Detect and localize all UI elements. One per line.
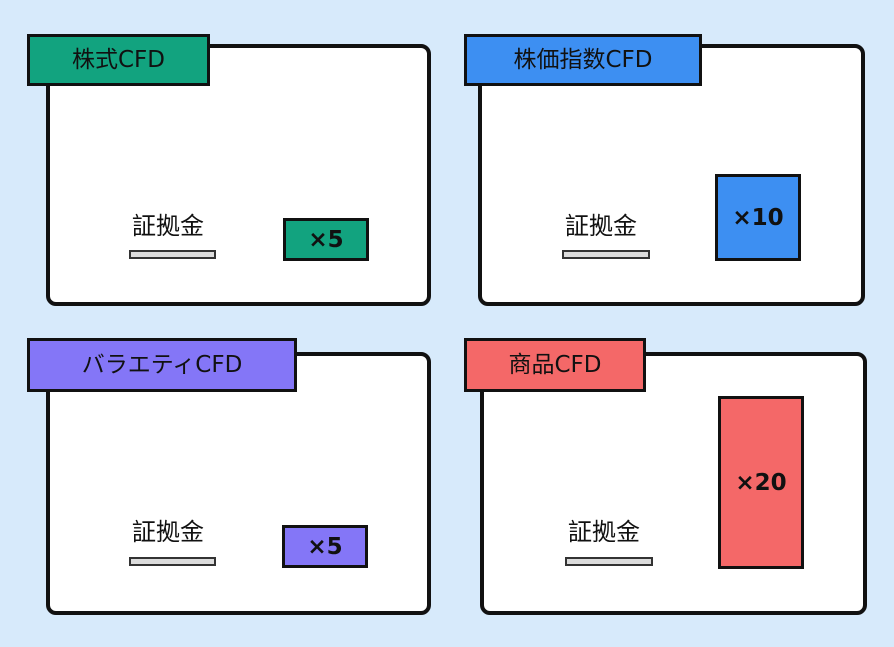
- panel-title-stock-cfd: 株式CFD: [27, 34, 210, 86]
- leverage-box-variety: ×5: [282, 525, 368, 568]
- leverage-box-commodity: ×20: [718, 396, 804, 569]
- panel-stock-cfd: [46, 44, 431, 306]
- leverage-box-stock: ×5: [283, 218, 369, 261]
- margin-label: 証拠金: [132, 518, 204, 546]
- panel-variety-cfd: [46, 352, 431, 615]
- margin-label: 証拠金: [568, 518, 640, 546]
- margin-label: 証拠金: [565, 212, 637, 240]
- margin-bar: [562, 250, 650, 259]
- panel-title-variety-cfd: バラエティCFD: [27, 338, 297, 392]
- margin-bar: [129, 250, 216, 259]
- panel-title-commodity-cfd: 商品CFD: [464, 338, 646, 392]
- margin-bar: [129, 557, 216, 566]
- panel-title-index-cfd: 株価指数CFD: [464, 34, 702, 86]
- leverage-box-index: ×10: [715, 174, 801, 261]
- margin-label: 証拠金: [132, 212, 204, 240]
- margin-bar: [565, 557, 653, 566]
